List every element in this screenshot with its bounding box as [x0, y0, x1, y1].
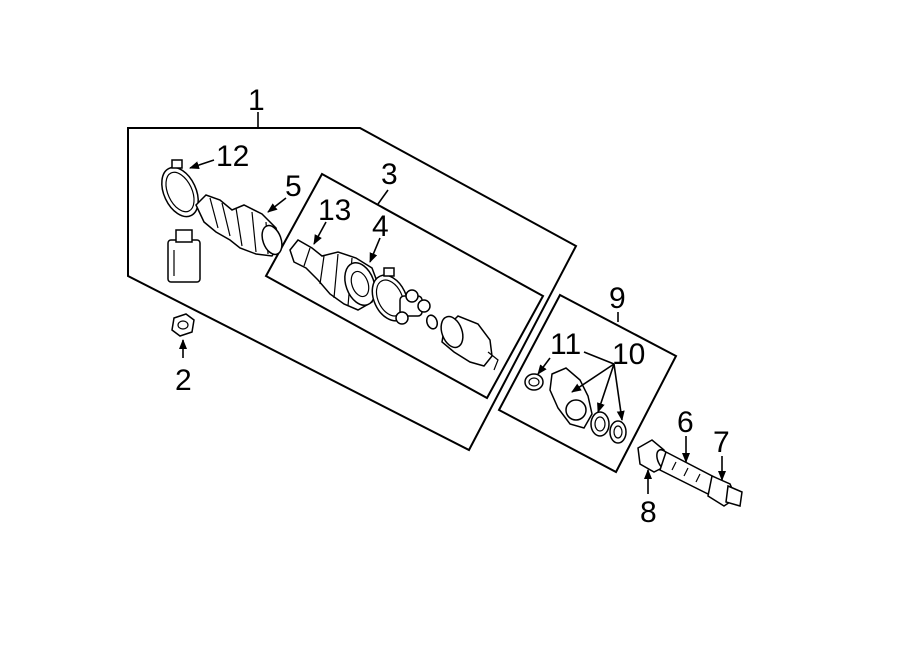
intermediate-shaft [637, 439, 743, 507]
callout-13: 13 [318, 194, 351, 227]
seal-10 [609, 420, 627, 444]
callout-4: 4 [372, 210, 389, 243]
leader-11 [537, 357, 551, 375]
callout-3: 3 [381, 158, 398, 191]
bearing-10 [590, 411, 610, 437]
callout-8: 8 [640, 496, 657, 529]
inner-cv-boot [289, 239, 379, 311]
bearing-bracket [549, 367, 593, 429]
callout-7: 7 [713, 426, 730, 459]
grease-packet [167, 229, 201, 283]
inner-joint-housing [440, 315, 499, 371]
axle-nut [171, 313, 195, 337]
tripod-joint [395, 289, 431, 325]
callout-10: 10 [612, 338, 645, 371]
leader-13 [313, 221, 327, 245]
assembly-frame-9 [497, 293, 678, 474]
boot-clamp-inner [371, 267, 409, 322]
assembly-frame-1 [127, 127, 578, 452]
leader-10-hook [583, 351, 615, 365]
callout-11: 11 [550, 328, 581, 361]
callout-1: 1 [248, 84, 265, 117]
callout-2: 2 [175, 364, 192, 397]
leader-10c [613, 363, 625, 421]
leader-3 [377, 189, 389, 205]
assembly-frame-3 [264, 172, 545, 400]
washer-11 [524, 373, 544, 391]
snap-ring [425, 314, 439, 330]
callout-12: 12 [216, 140, 249, 173]
leader-10a [571, 363, 615, 393]
leader-4 [369, 237, 381, 263]
callout-6: 6 [677, 406, 694, 439]
callout-9: 9 [609, 282, 626, 315]
leader-12 [189, 159, 215, 169]
boot-clamp-outer [161, 159, 199, 218]
leader-5 [267, 197, 287, 213]
leader-10b [597, 363, 615, 413]
outer-cv-boot [195, 194, 283, 257]
callout-5: 5 [285, 170, 302, 203]
